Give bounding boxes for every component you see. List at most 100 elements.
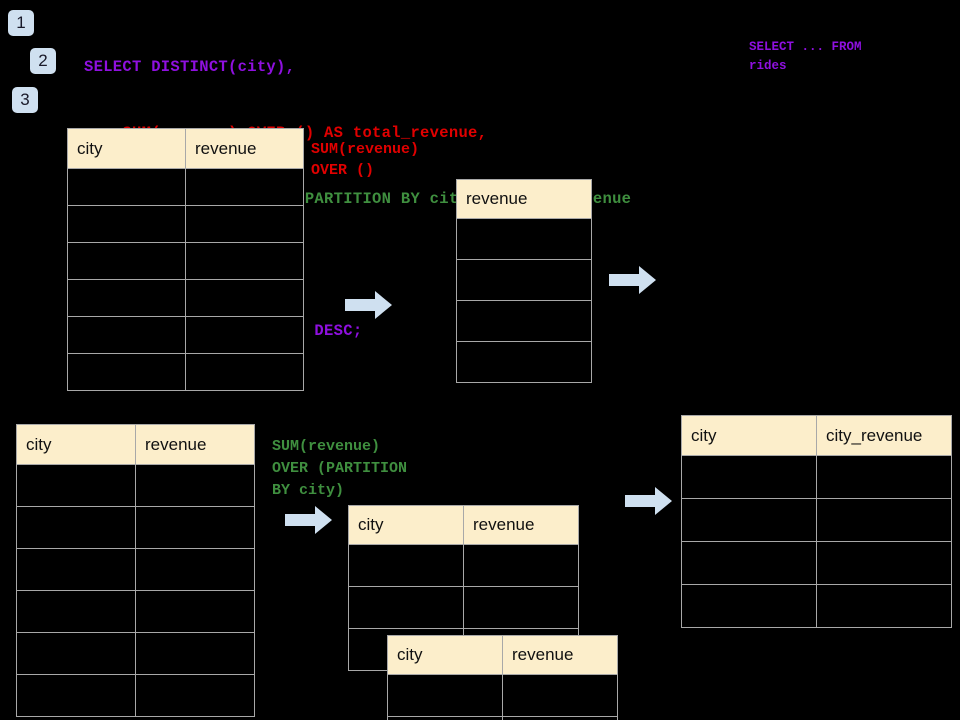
table-cell [348, 544, 464, 587]
column-header-city: city [67, 128, 186, 169]
column-header-revenue: revenue [456, 179, 592, 219]
table-row [67, 316, 304, 354]
table-row [348, 544, 579, 587]
table-header-row: city city_revenue [681, 415, 952, 456]
table-cell [456, 259, 592, 301]
table-row [67, 242, 304, 280]
table-row [67, 279, 304, 317]
table-row [387, 674, 618, 717]
table-row [16, 548, 255, 591]
arrow-total-to-out [609, 265, 657, 300]
table-rides-source-bottom: city revenue [16, 424, 255, 717]
column-header-revenue: revenue [502, 635, 618, 675]
table-header-row: revenue [456, 179, 592, 219]
table-row [681, 584, 952, 628]
step-badge-3[interactable]: 3 [12, 87, 38, 113]
table-cell [185, 316, 304, 354]
table-row [16, 464, 255, 507]
table-cell [185, 353, 304, 391]
column-header-revenue: revenue [185, 128, 304, 169]
annotation-sum-over-partition: SUM(revenue) OVER (PARTITION BY city) [272, 438, 408, 499]
table-cell [16, 590, 136, 633]
column-header-city: city [681, 415, 817, 456]
table-cell [135, 590, 255, 633]
table-city-revenue-result: city city_revenue [681, 415, 952, 628]
table-cell [681, 455, 817, 499]
table-cell [135, 464, 255, 507]
column-header-revenue: revenue [463, 505, 579, 545]
table-cell [681, 541, 817, 585]
table-header-row: city revenue [67, 128, 304, 169]
table-row [16, 632, 255, 675]
column-header-city: city [16, 424, 136, 465]
table-row [16, 506, 255, 549]
table-cell [16, 548, 136, 591]
table-row [681, 541, 952, 585]
column-header-city: city [348, 505, 464, 545]
arrow-source-to-total [345, 290, 393, 325]
table-header-row: city revenue [348, 505, 579, 545]
table-cell [387, 674, 503, 717]
annotation-select-from-rides: SELECT ... FROM rides [749, 40, 862, 73]
table-cell [185, 205, 304, 243]
table-row [681, 455, 952, 499]
table-cell [135, 674, 255, 717]
arrow-partition-to-result [625, 486, 673, 521]
step-badge-1[interactable]: 1 [8, 10, 34, 36]
step-badge-2[interactable]: 2 [30, 48, 56, 74]
table-row [67, 205, 304, 243]
table-cell [67, 205, 186, 243]
table-cell [185, 279, 304, 317]
table-row [456, 341, 592, 383]
column-header-revenue: revenue [135, 424, 255, 465]
table-header-row: city revenue [387, 635, 618, 675]
table-partition-group-2: city revenue [387, 635, 618, 720]
table-cell [681, 498, 817, 542]
column-header-city: city [387, 635, 503, 675]
table-row [16, 674, 255, 717]
table-cell [185, 242, 304, 280]
table-cell [135, 632, 255, 675]
table-cell [16, 632, 136, 675]
table-cell [16, 506, 136, 549]
table-cell [16, 674, 136, 717]
table-cell [16, 464, 136, 507]
table-cell [185, 168, 304, 206]
table-cell [135, 548, 255, 591]
table-cell [456, 218, 592, 260]
table-cell [67, 279, 186, 317]
table-row [348, 586, 579, 629]
table-cell [463, 586, 579, 629]
table-row [387, 716, 618, 720]
table-rides-source-top: city revenue [67, 128, 304, 391]
table-cell [67, 168, 186, 206]
table-row [16, 590, 255, 633]
table-cell [681, 584, 817, 628]
annotation-sum-over-empty: SUM(revenue) OVER () [311, 141, 420, 179]
table-header-row: city revenue [16, 424, 255, 465]
table-cell [456, 300, 592, 342]
table-row [456, 259, 592, 301]
table-cell [387, 716, 503, 720]
table-row [456, 218, 592, 260]
table-cell [67, 242, 186, 280]
arrow-source-to-partition [285, 505, 333, 540]
table-cell [816, 541, 952, 585]
table-cell [456, 341, 592, 383]
table-total-revenue: revenue [456, 179, 592, 383]
table-cell [502, 674, 618, 717]
table-row [67, 168, 304, 206]
table-cell [67, 316, 186, 354]
table-cell [816, 455, 952, 499]
table-cell [816, 584, 952, 628]
table-cell [135, 506, 255, 549]
table-row [456, 300, 592, 342]
table-cell [816, 498, 952, 542]
sql-line-1: SELECT DISTINCT(city), [84, 58, 296, 76]
table-partition-group-1: city revenue [348, 505, 579, 671]
column-header-city-revenue: city_revenue [816, 415, 952, 456]
table-row [67, 353, 304, 391]
table-cell [67, 353, 186, 391]
table-row [681, 498, 952, 542]
